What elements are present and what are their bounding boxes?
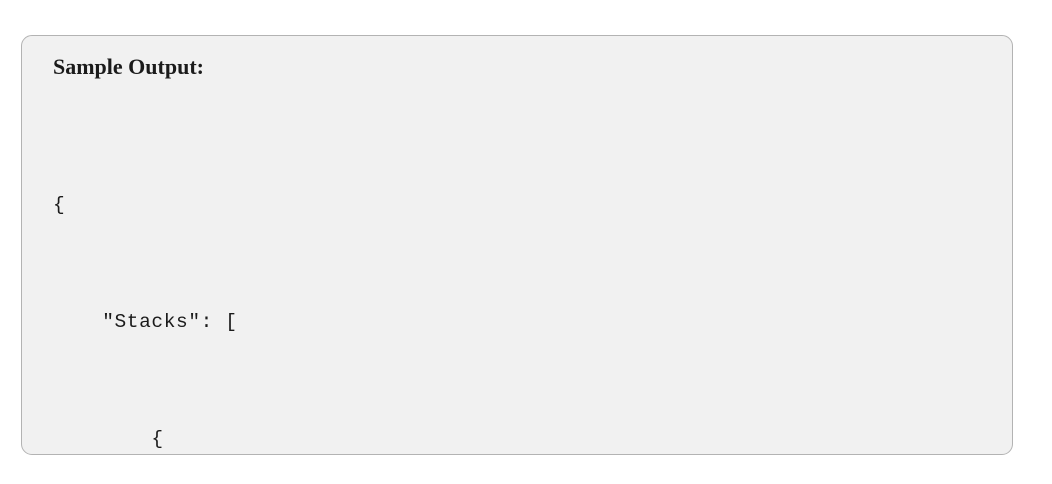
json-code-block: { "Stacks": [ { "StackName": "DevOpsStac… xyxy=(53,108,668,454)
code-line: { xyxy=(53,194,66,216)
sample-output-panel: Sample Output: { "Stacks": [ { "StackNam… xyxy=(21,35,1013,455)
panel-title: Sample Output: xyxy=(53,54,204,79)
code-line: "Stacks": [ xyxy=(53,311,238,333)
code-line: { xyxy=(53,428,164,450)
